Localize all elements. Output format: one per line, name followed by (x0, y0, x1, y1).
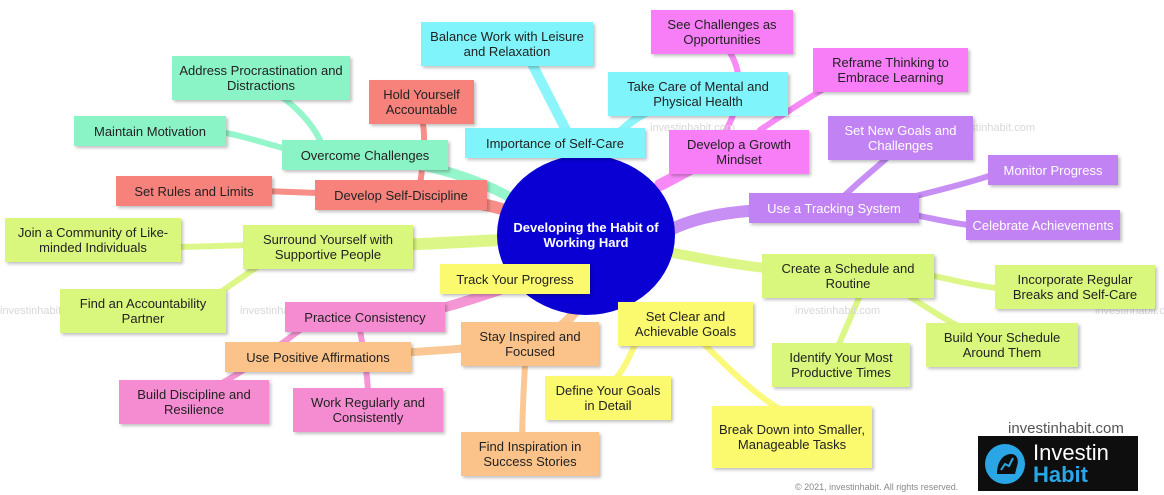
node-break-down-tasks: Break Down into Smaller, Manageable Task… (712, 406, 872, 468)
node-tracking-system: Use a Tracking System (749, 193, 919, 223)
node-growth-mindset: Develop a Growth Mindset (669, 130, 809, 174)
node-importance-of-self-care: Importance of Self-Care (465, 128, 645, 158)
node-track-progress: Track Your Progress (440, 264, 590, 294)
node-positive-affirmations: Use Positive Affirmations (225, 342, 411, 372)
logo-head-icon (985, 443, 1025, 484)
node-clear-goals: Set Clear and Achievable Goals (618, 302, 753, 346)
node-accountability-partner: Find an Accountability Partner (60, 289, 226, 333)
node-work-regularly: Work Regularly and Consistently (293, 388, 443, 432)
node-find-inspiration: Find Inspiration in Success Stories (461, 432, 599, 476)
node-discipline-resilience: Build Discipline and Resilience (119, 380, 269, 424)
site-url: investinhabit.com (1008, 420, 1124, 437)
node-balance-work-leisure: Balance Work with Leisure and Relaxation (421, 22, 593, 66)
node-define-goals: Define Your Goals in Detail (545, 376, 671, 420)
node-regular-breaks: Incorporate Regular Breaks and Self-Care (995, 265, 1155, 309)
node-self-discipline: Develop Self-Discipline (315, 180, 487, 210)
node-supportive-people: Surround Yourself with Supportive People (243, 225, 413, 269)
node-mental-physical-health: Take Care of Mental and Physical Health (608, 72, 788, 116)
node-stay-inspired: Stay Inspired and Focused (461, 322, 599, 366)
node-schedule-routine: Create a Schedule and Routine (762, 254, 934, 298)
node-challenges-as-opportunities: See Challenges as Opportunities (651, 10, 793, 54)
investinhabit-logo: Investin Habit (978, 436, 1138, 491)
node-productive-times: Identify Your Most Productive Times (772, 343, 910, 387)
node-address-procrastination: Address Procrastination and Distractions (172, 56, 350, 100)
node-new-goals: Set New Goals and Challenges (828, 116, 973, 160)
node-overcome-challenges: Overcome Challenges (282, 140, 448, 170)
node-monitor-progress: Monitor Progress (988, 155, 1118, 185)
node-rules-limits: Set Rules and Limits (116, 176, 272, 206)
node-hold-accountable: Hold Yourself Accountable (369, 80, 474, 124)
node-join-community: Join a Community of Like-minded Individu… (5, 218, 181, 262)
node-maintain-motivation: Maintain Motivation (74, 116, 226, 146)
node-practice-consistency: Practice Consistency (285, 302, 445, 332)
copyright: © 2021, investinhabit. All rights reserv… (795, 482, 959, 492)
node-build-schedule: Build Your Schedule Around Them (926, 323, 1078, 367)
watermark: investinhabit.com (795, 305, 880, 317)
node-reframe-thinking: Reframe Thinking to Embrace Learning (813, 48, 968, 92)
logo-text-habit: Habit (1033, 461, 1088, 487)
node-celebrate-achievements: Celebrate Achievements (966, 210, 1120, 240)
logo-text-investin: Investin (1033, 439, 1109, 465)
